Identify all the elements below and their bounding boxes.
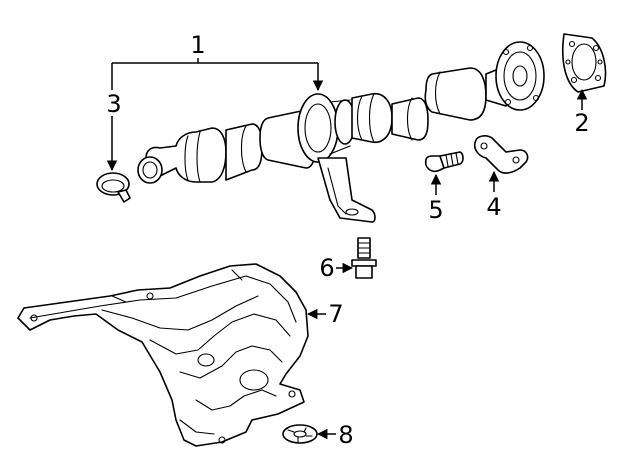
flange-bolt[interactable] <box>351 237 377 279</box>
leader-lines <box>106 58 588 440</box>
callout-7: 7 <box>328 300 343 328</box>
flange-gasket[interactable] <box>561 33 607 93</box>
bolt-short[interactable] <box>424 151 464 173</box>
boot-clamp[interactable] <box>96 172 131 203</box>
callout-3: 3 <box>106 90 121 118</box>
callout-4: 4 <box>486 193 501 221</box>
heat-shield[interactable] <box>17 263 309 447</box>
bracket-plate[interactable] <box>473 135 529 174</box>
callout-6: 6 <box>319 254 334 282</box>
driveshaft-assembly[interactable] <box>137 41 545 223</box>
callout-1: 1 <box>190 31 205 59</box>
callout-8: 8 <box>338 421 353 449</box>
callout-2: 2 <box>574 109 589 137</box>
washer[interactable] <box>282 424 318 444</box>
callout-5: 5 <box>428 196 443 224</box>
